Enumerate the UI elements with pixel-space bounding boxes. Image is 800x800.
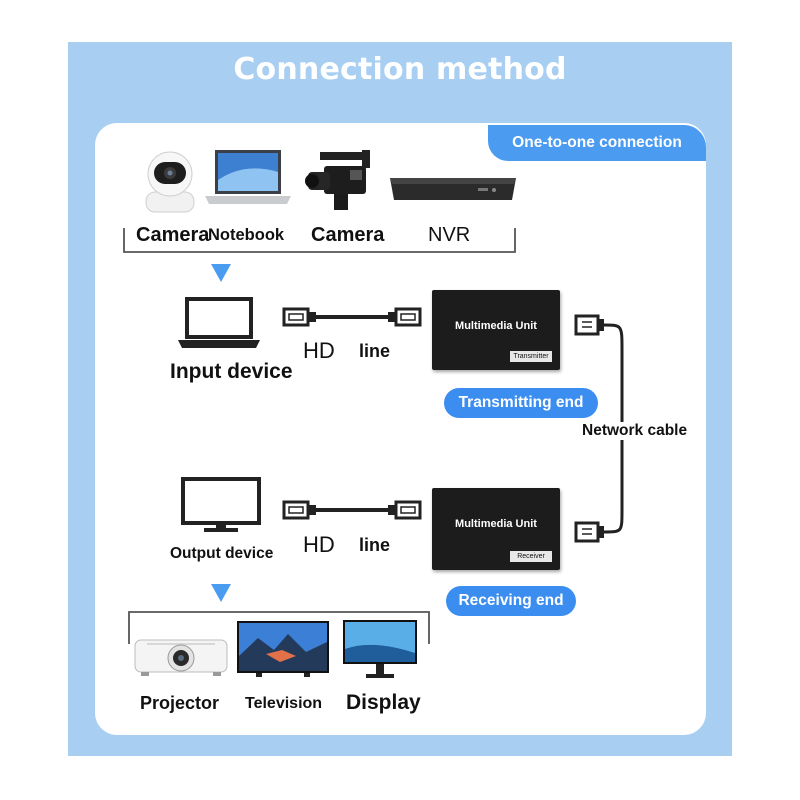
- receiver-tag: Receiver: [510, 551, 552, 562]
- video-camera-icon: [305, 150, 370, 210]
- projector-icon: [134, 639, 228, 676]
- transmitting-end-pill: Transmitting end: [444, 388, 598, 418]
- receiver-unit-name: Multimedia Unit: [455, 518, 537, 530]
- down-arrow-icon-2: [211, 584, 231, 602]
- receiver-unit: Multimedia Unit Receiver: [432, 488, 560, 570]
- hd-label-bottom: HD: [303, 532, 335, 557]
- dome-camera-icon: [145, 151, 195, 213]
- input-device-label: Input device: [170, 360, 293, 383]
- source-label-video-camera: Camera: [311, 224, 385, 246]
- output-label-display: Display: [346, 691, 421, 714]
- source-label-notebook: Notebook: [208, 226, 285, 244]
- source-group-bracket: [123, 228, 516, 253]
- transmitter-unit-name: Multimedia Unit: [455, 320, 537, 332]
- connection-type-badge: One-to-one connection: [488, 125, 706, 161]
- line-label-bottom: line: [359, 535, 391, 555]
- display-monitor-icon: [343, 620, 417, 678]
- output-label-television: Television: [245, 695, 323, 712]
- diagram-title: Connection method: [233, 52, 567, 87]
- transmitter-unit: Multimedia Unit Transmitter: [432, 290, 560, 370]
- hd-label-top: HD: [303, 338, 335, 363]
- source-label-camera: Camera: [136, 224, 210, 246]
- output-group-bracket: [128, 611, 430, 644]
- nvr-recorder-icon: [390, 178, 516, 200]
- line-label-top: line: [359, 341, 391, 361]
- hdmi-cable-icon: [282, 307, 422, 327]
- down-arrow-icon: [211, 264, 231, 282]
- television-icon: [237, 621, 329, 677]
- source-label-nvr: NVR: [428, 224, 471, 246]
- output-device-label: Output device: [170, 545, 274, 562]
- transmitter-tag: Transmitter: [510, 351, 552, 362]
- output-label-projector: Projector: [140, 693, 220, 713]
- monitor-outline-icon: [181, 477, 261, 532]
- laptop-outline-icon: [178, 297, 260, 348]
- laptop-icon: [205, 150, 291, 204]
- network-cable-label: Network cable: [582, 422, 688, 440]
- hdmi-cable-icon-bottom: [282, 500, 422, 520]
- receiving-end-pill: Receiving end: [446, 586, 576, 616]
